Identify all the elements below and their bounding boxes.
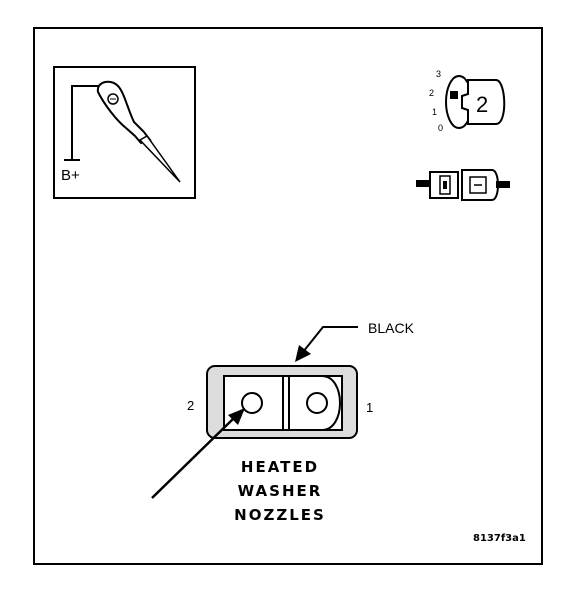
connector-symbol-icon <box>416 169 510 201</box>
component-name-line-2: WASHER <box>238 482 323 500</box>
color-callout: BLACK <box>295 320 415 362</box>
figure-id: 8137f3a1 <box>473 533 526 544</box>
key-position-0: 0 <box>438 123 443 133</box>
pin-1-terminal <box>306 392 328 414</box>
probe-wire <box>71 85 104 160</box>
key-position-2: 2 <box>429 88 434 98</box>
test-probe-icon <box>96 80 181 183</box>
probe-arrow <box>151 408 245 499</box>
key-position-1: 1 <box>432 107 437 117</box>
connector-color-label: BLACK <box>368 320 415 336</box>
pin-label-1: 1 <box>366 400 373 415</box>
heated-washer-nozzle-connector: 2 1 <box>187 365 373 439</box>
probe-panel: B+ <box>53 66 196 199</box>
component-name: HEATED WASHER NOZZLES <box>234 458 326 524</box>
key-number: 2 <box>476 92 488 117</box>
component-name-line-3: NOZZLES <box>234 506 326 524</box>
probe-panel-frame <box>53 66 196 199</box>
key-position-3: 3 <box>436 69 441 79</box>
key-switch-symbol: 3 2 1 0 2 <box>429 69 506 133</box>
diagram-border <box>33 27 543 565</box>
ignition-key-icon: 2 <box>445 75 506 129</box>
pin-label-2: 2 <box>187 398 194 413</box>
b-plus-label: B+ <box>61 167 80 184</box>
pin-2-terminal <box>241 392 263 414</box>
component-name-line-1: HEATED <box>241 458 319 476</box>
